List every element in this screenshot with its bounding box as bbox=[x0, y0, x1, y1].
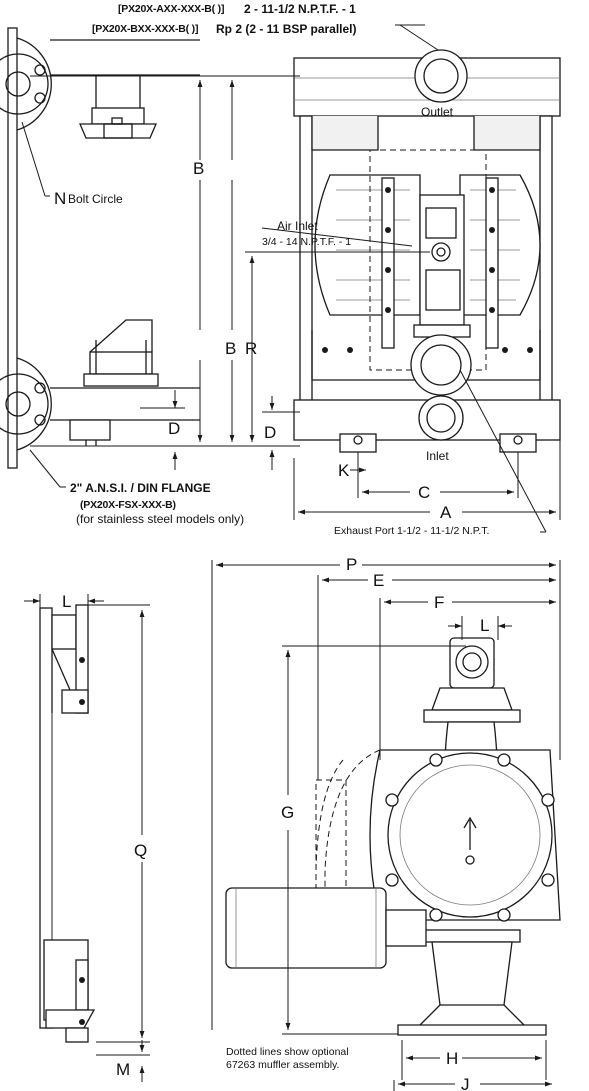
exhaust-port-label: Exhaust Port 1-1/2 - 11-1/2 N.P.T. bbox=[334, 525, 490, 537]
dim-q: Q bbox=[134, 841, 148, 860]
flange-side-view-top bbox=[0, 27, 200, 469]
dim-r: R bbox=[245, 339, 258, 358]
pump-front-view bbox=[293, 49, 561, 453]
dim-d-mid: D bbox=[264, 423, 277, 442]
dim-m: M bbox=[116, 1060, 131, 1079]
dim-b-left: B bbox=[193, 159, 205, 178]
dim-l-left: L bbox=[62, 592, 72, 611]
dim-f: F bbox=[434, 593, 445, 612]
bolt-circle-label: Bolt Circle bbox=[68, 192, 123, 206]
pump-side-view bbox=[39, 604, 96, 1043]
dim-g: G bbox=[281, 803, 295, 822]
pump-side-view-muffler bbox=[225, 637, 561, 1036]
inlet-label: Inlet bbox=[426, 449, 449, 463]
dim-p: P bbox=[346, 555, 358, 574]
outlet-b-spec: Rp 2 (2 - 11 BSP parallel) bbox=[216, 22, 357, 36]
dimension-lines bbox=[21, 24, 561, 1091]
dim-l-right: L bbox=[480, 616, 490, 635]
dim-e: E bbox=[373, 571, 385, 590]
air-inlet-spec: 3/4 - 14 N.P.T.F. - 1 bbox=[262, 236, 352, 248]
air-inlet-label: Air Inlet bbox=[277, 219, 318, 233]
flange-note: (for stainless steel models only) bbox=[76, 512, 245, 526]
flange-side-view-bottom bbox=[0, 319, 200, 451]
dim-d-left: D bbox=[168, 419, 181, 438]
flange-code: (PX20X-FSX-XXX-B) bbox=[80, 499, 176, 511]
dim-c: C bbox=[418, 483, 431, 502]
outlet-a-code: [PX20X-AXX-XXX-B( )] bbox=[118, 3, 225, 15]
outlet-a-spec: 2 - 11-1/2 N.P.T.F. - 1 bbox=[244, 2, 356, 16]
outlet-b-code: [PX20X-BXX-XXX-B( )] bbox=[92, 23, 199, 35]
dim-j: J bbox=[461, 1075, 470, 1091]
dim-a: A bbox=[440, 503, 452, 522]
muffler-note-line-2: 67263 muffler assembly. bbox=[226, 1059, 340, 1071]
dim-h: H bbox=[446, 1049, 459, 1068]
bolt-circle-letter: N bbox=[54, 189, 67, 208]
muffler-note-line-1: Dotted lines show optional bbox=[226, 1046, 349, 1058]
flange-label: 2" A.N.S.I. / DIN FLANGE bbox=[70, 481, 211, 495]
dim-b-mid: B bbox=[225, 339, 237, 358]
dim-k: K bbox=[338, 461, 350, 480]
outlet-label: Outlet bbox=[421, 105, 454, 119]
